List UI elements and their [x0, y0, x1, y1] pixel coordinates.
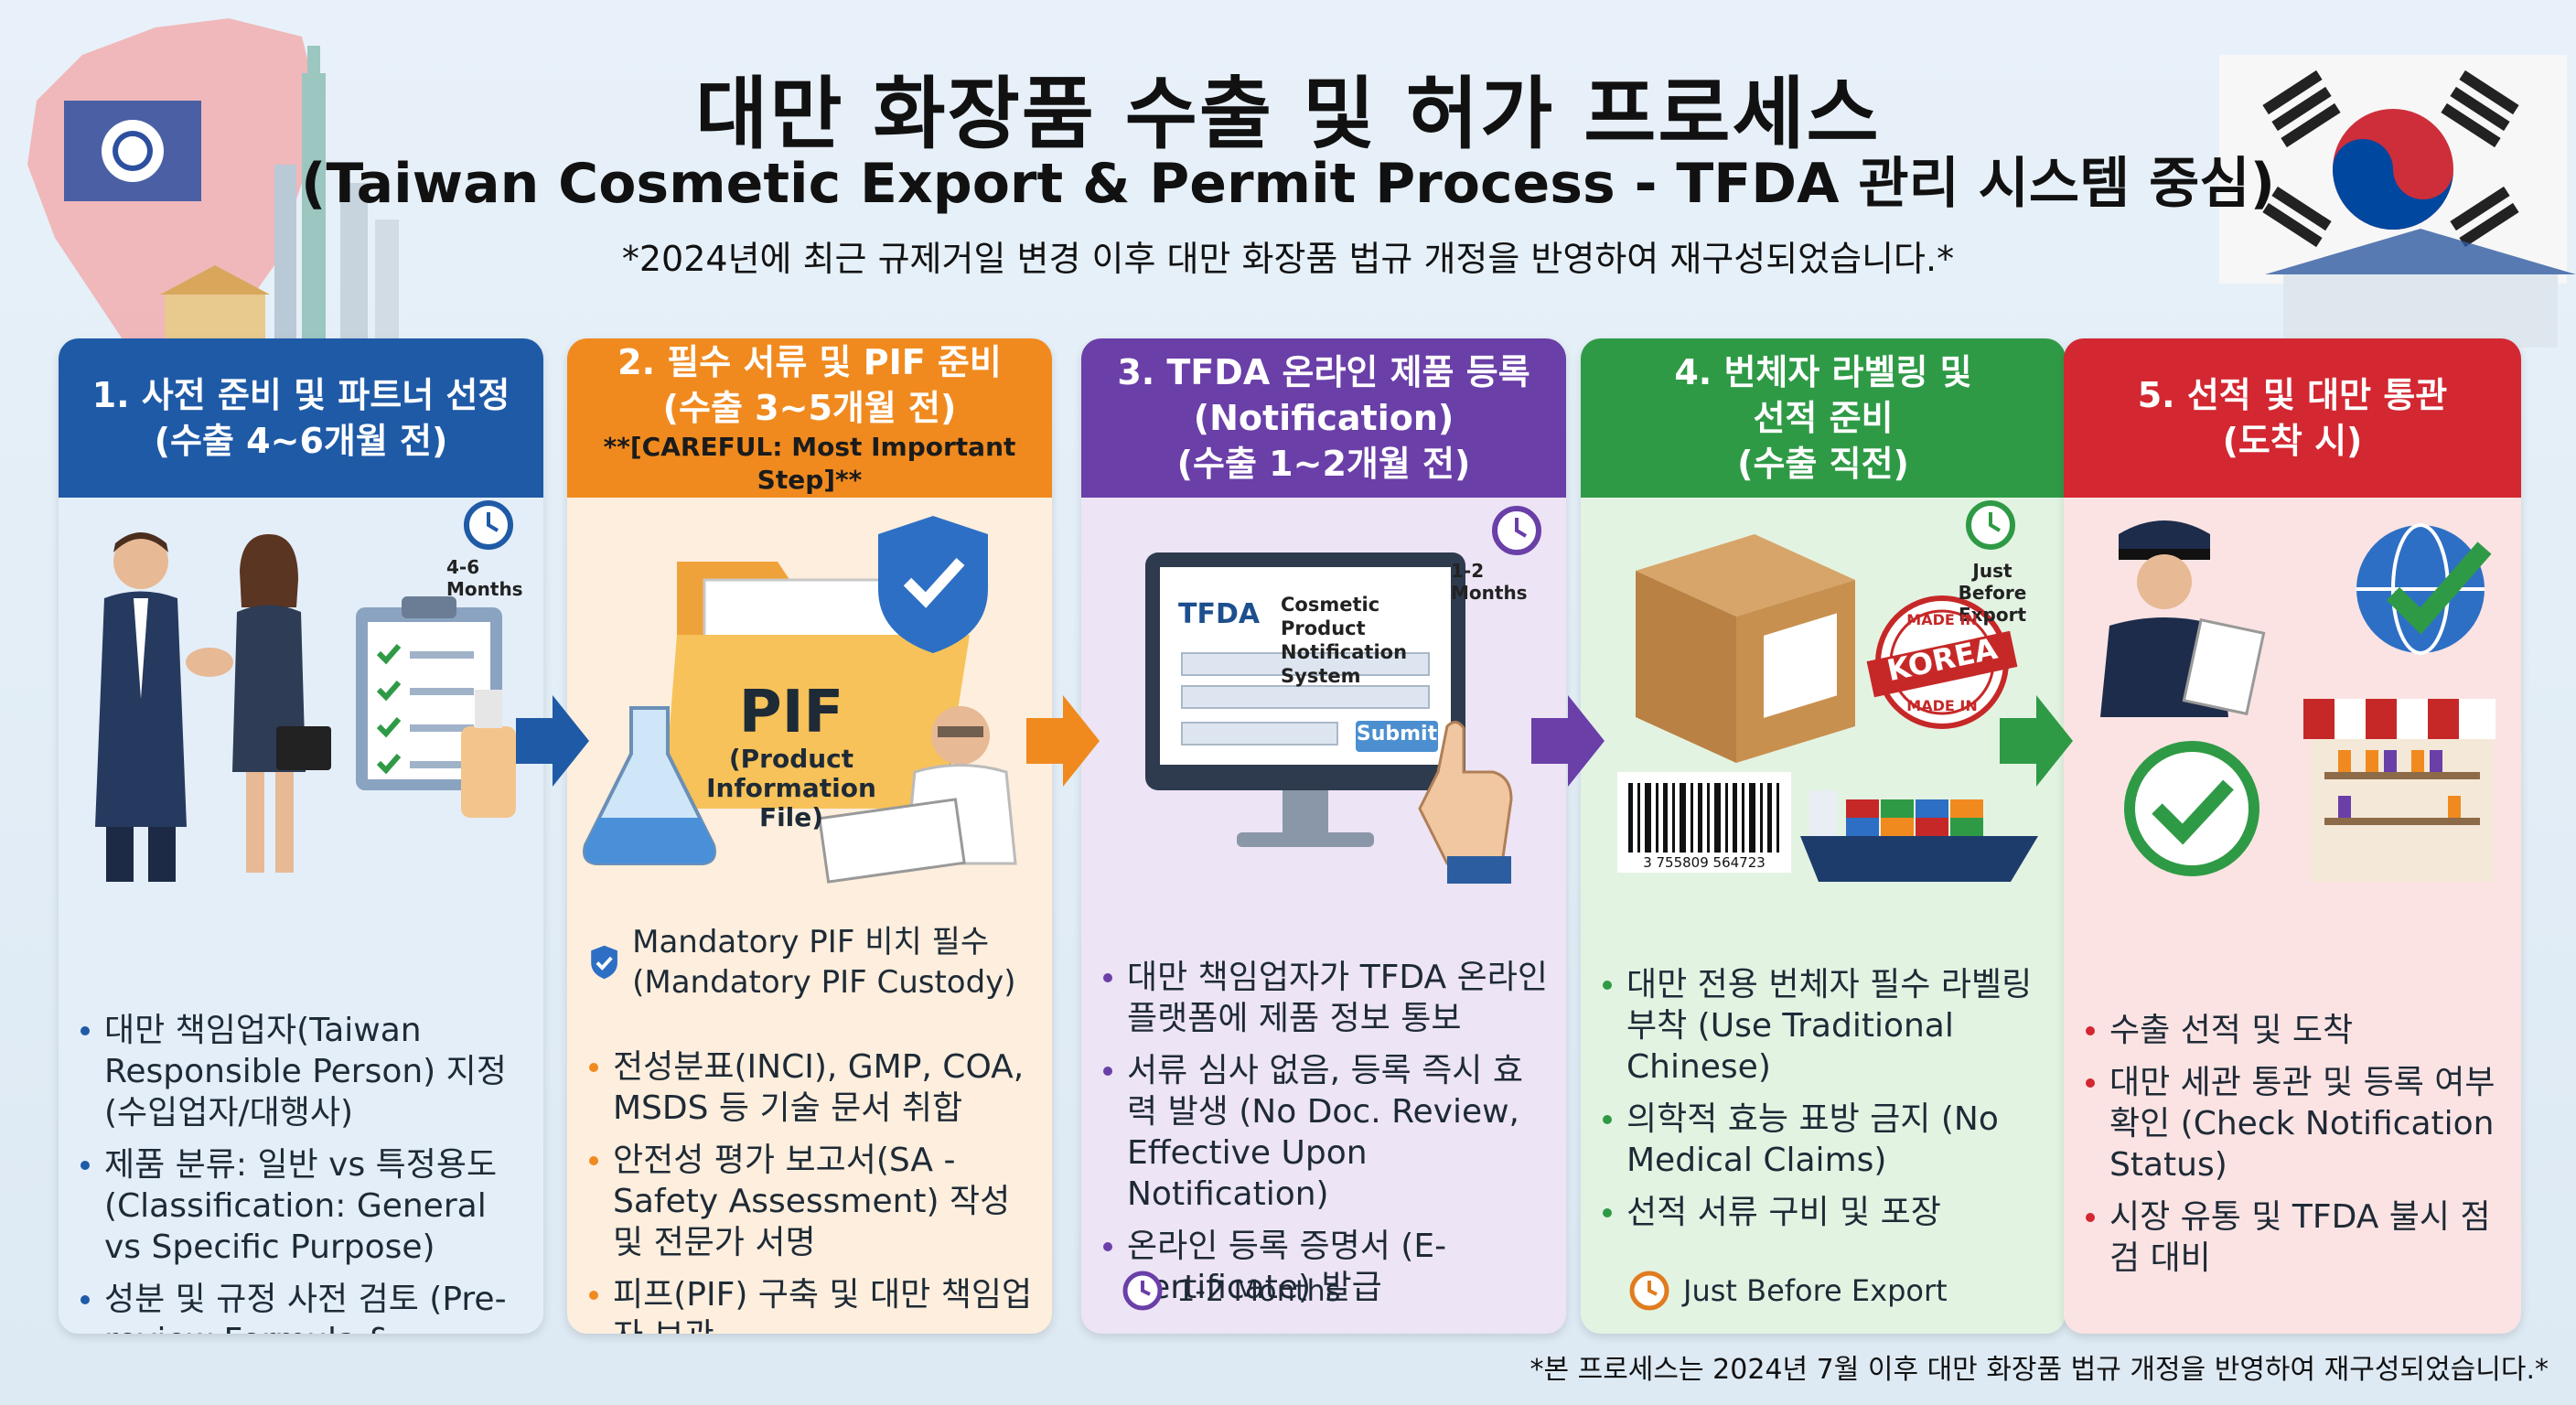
korea-flag-illustration — [2219, 55, 2576, 348]
stamp-made-in-bottom: MADE IN — [1906, 697, 1978, 714]
step-1-timer-label: 4-6 Months — [446, 556, 523, 600]
page-subtitle: (Taiwan Cosmetic Export & Permit Process… — [300, 152, 2275, 216]
mandatory-pif-tag: Mandatory PIF 비치 필수 (Mandatory PIF Custo… — [589, 922, 1046, 1003]
step-1-timer: 4-6 Months — [446, 556, 543, 600]
customs-clearance-illustration — [2100, 520, 2496, 882]
pif-folder-label: PIF (Product Information File) — [695, 681, 887, 832]
step-3-timer-label: 1-2 Months — [1451, 560, 1528, 604]
step-2-header: 2. 필수 서류 및 PIF 준비 (수출 3~5개월 전) **[CAREFU… — [567, 338, 1052, 498]
list-item: 제품 분류: 일반 vs 특정용도 (Classification: Gener… — [75, 1144, 531, 1268]
clock-icon — [1629, 1271, 1669, 1311]
arrow-right-icon — [1531, 695, 1605, 787]
step-2-card: 2. 필수 서류 및 PIF 준비 (수출 3~5개월 전) **[CAREFU… — [567, 338, 1052, 1334]
step-5-timing: (도착 시) — [2222, 421, 2363, 461]
list-item: 대만 책임업자(Taiwan Responsible Person) 지정 (수… — [75, 1010, 531, 1133]
step-3-timing: (수출 1~2개월 전) — [1176, 444, 1471, 484]
step-3-footer-timer: 1-2 Months — [1122, 1270, 1340, 1312]
labeling-shipping-illustration — [1617, 500, 2038, 882]
submit-button[interactable]: Submit — [1356, 723, 1438, 745]
step-3-footer-timer-label: 1-2 Months — [1176, 1273, 1341, 1308]
notification-system-title: Cosmetic Product Notification System — [1281, 594, 1408, 687]
step-2-bullets: 전성분표(INCI), GMP, COA, MSDS 등 기술 문서 취합 안전… — [584, 1046, 1039, 1334]
tfda-online-system-illustration — [1145, 506, 1541, 884]
pif-folder-illustration — [583, 516, 1017, 884]
list-item: 대만 책임업자가 TFDA 온라인 플랫폼에 제품 정보 통보 — [1098, 957, 1553, 1039]
list-item: 의학적 효능 표방 금지 (No Medical Claims) — [1597, 1099, 2053, 1181]
list-item: 온라인 등록 증명서 (E-Certificate) 발급 — [1098, 1226, 1553, 1308]
step-1-bullets: 대만 책임업자(Taiwan Responsible Person) 지정 (수… — [75, 1010, 531, 1334]
list-item: 대만 전용 번체자 필수 라벨링 부착 (Use Traditional Chi… — [1597, 964, 2053, 1088]
revision-note: *2024년에 최근 규제거일 변경 이후 대만 화장품 법규 개정을 반영하여… — [621, 239, 1955, 279]
step-3-title-en: (Notification) — [1193, 398, 1454, 438]
clock-icon — [1122, 1271, 1163, 1311]
step-2-title: 2. 필수 서류 및 PIF 준비 — [617, 342, 1002, 382]
tfda-logo: TFDA — [1178, 598, 1261, 630]
step-4-title-2: 선적 준비 — [1753, 398, 1894, 438]
list-item: 안전성 평가 보고서(SA - Safety Assessment) 작성 및 … — [584, 1140, 1039, 1263]
list-item: 수출 선적 및 도착 — [2080, 1010, 2508, 1051]
step-2-timing: (수출 3~5개월 전) — [662, 388, 957, 428]
taiwan-map-skyline-illustration — [27, 18, 399, 366]
step-1-title: 1. 사전 준비 및 파트너 선정 — [91, 375, 510, 415]
step-4-footer-timer: Just Before Export — [1628, 1270, 1948, 1312]
list-item: 시장 유통 및 TFDA 불시 점검 대비 — [2080, 1196, 2508, 1279]
step-1-timing: (수출 4~6개월 전) — [154, 421, 448, 461]
list-item: 피프(PIF) 구축 및 대만 책임업자 보관 — [584, 1274, 1039, 1334]
pif-folder-subtitle: (Product Information File) — [706, 744, 876, 832]
step-4-timing: (수출 직전) — [1737, 444, 1909, 484]
step-5-title: 5. 선적 및 대만 통관 — [2137, 375, 2448, 415]
stamp-made-in-top: MADE IN — [1906, 611, 1978, 628]
step-1-card: 1. 사전 준비 및 파트너 선정 (수출 4~6개월 전) — [59, 338, 543, 1334]
mandatory-pif-text: Mandatory PIF 비치 필수 (Mandatory PIF Custo… — [632, 924, 1016, 1001]
footer-note: *본 프로세스는 2024년 7월 이후 대만 화장품 법규 개정을 반영하여 … — [1530, 1354, 2549, 1386]
step-3-title: 3. TFDA 온라인 제품 등록 — [1117, 352, 1530, 392]
step-3-bullets: 대만 책임업자가 TFDA 온라인 플랫폼에 제품 정보 통보 서류 심사 없음… — [1098, 957, 1553, 1319]
barcode-number: 3 755809 564723 — [1643, 854, 1766, 871]
step-4-card: 4. 번체자 라벨링 및 선적 준비 (수출 직전) — [1581, 338, 2066, 1334]
arrow-right-icon — [1026, 695, 1100, 787]
step-5-card: 5. 선적 및 대만 통관 (도착 시) — [2064, 338, 2521, 1334]
handshake-partners-illustration — [95, 500, 516, 882]
step-3-header: 3. TFDA 온라인 제품 등록 (Notification) (수출 1~2… — [1081, 338, 1566, 498]
step-4-header: 4. 번체자 라벨링 및 선적 준비 (수출 직전) — [1581, 338, 2066, 498]
list-item: 성분 및 규정 사전 검토 (Pre-review Formula & Regu… — [75, 1279, 531, 1334]
step-2-careful-note: **[CAREFUL: Most Important Step]** — [603, 432, 1016, 495]
arrow-right-icon — [2000, 695, 2073, 787]
shield-check-icon — [591, 945, 617, 980]
step-4-footer-timer-label: Just Before Export — [1683, 1273, 1948, 1308]
step-4-timer-label: Just Before Export — [1958, 560, 2027, 626]
list-item: 서류 심사 없음, 등록 즉시 효력 발생 (No Doc. Review, E… — [1098, 1050, 1553, 1215]
page-title: 대만 화장품 수출 및 허가 프로세스 — [695, 69, 1881, 160]
step-5-header: 5. 선적 및 대만 통관 (도착 시) — [2064, 338, 2521, 498]
step-3-card: 3. TFDA 온라인 제품 등록 (Notification) (수출 1~2… — [1081, 338, 1566, 1334]
step-5-bullets: 수출 선적 및 도착 대만 세관 통관 및 등록 여부 확인 (Check No… — [2080, 1010, 2508, 1290]
step-3-timer: 1-2 Months — [1451, 560, 1566, 604]
list-item: 선적 서류 구비 및 포장 — [1597, 1192, 2053, 1233]
arrow-right-icon — [516, 695, 589, 787]
step-4-timer: Just Before Export — [1937, 560, 2047, 626]
step-4-title: 4. 번체자 라벨링 및 — [1674, 352, 1972, 392]
step-4-bullets: 대만 전용 번체자 필수 라벨링 부착 (Use Traditional Chi… — [1597, 964, 2053, 1244]
list-item: 전성분표(INCI), GMP, COA, MSDS 등 기술 문서 취합 — [584, 1046, 1039, 1129]
list-item: 대만 세관 통관 및 등록 여부 확인 (Check Notification … — [2080, 1062, 2508, 1185]
step-1-header: 1. 사전 준비 및 파트너 선정 (수출 4~6개월 전) — [59, 338, 543, 498]
pif-folder-title: PIF — [738, 679, 844, 746]
